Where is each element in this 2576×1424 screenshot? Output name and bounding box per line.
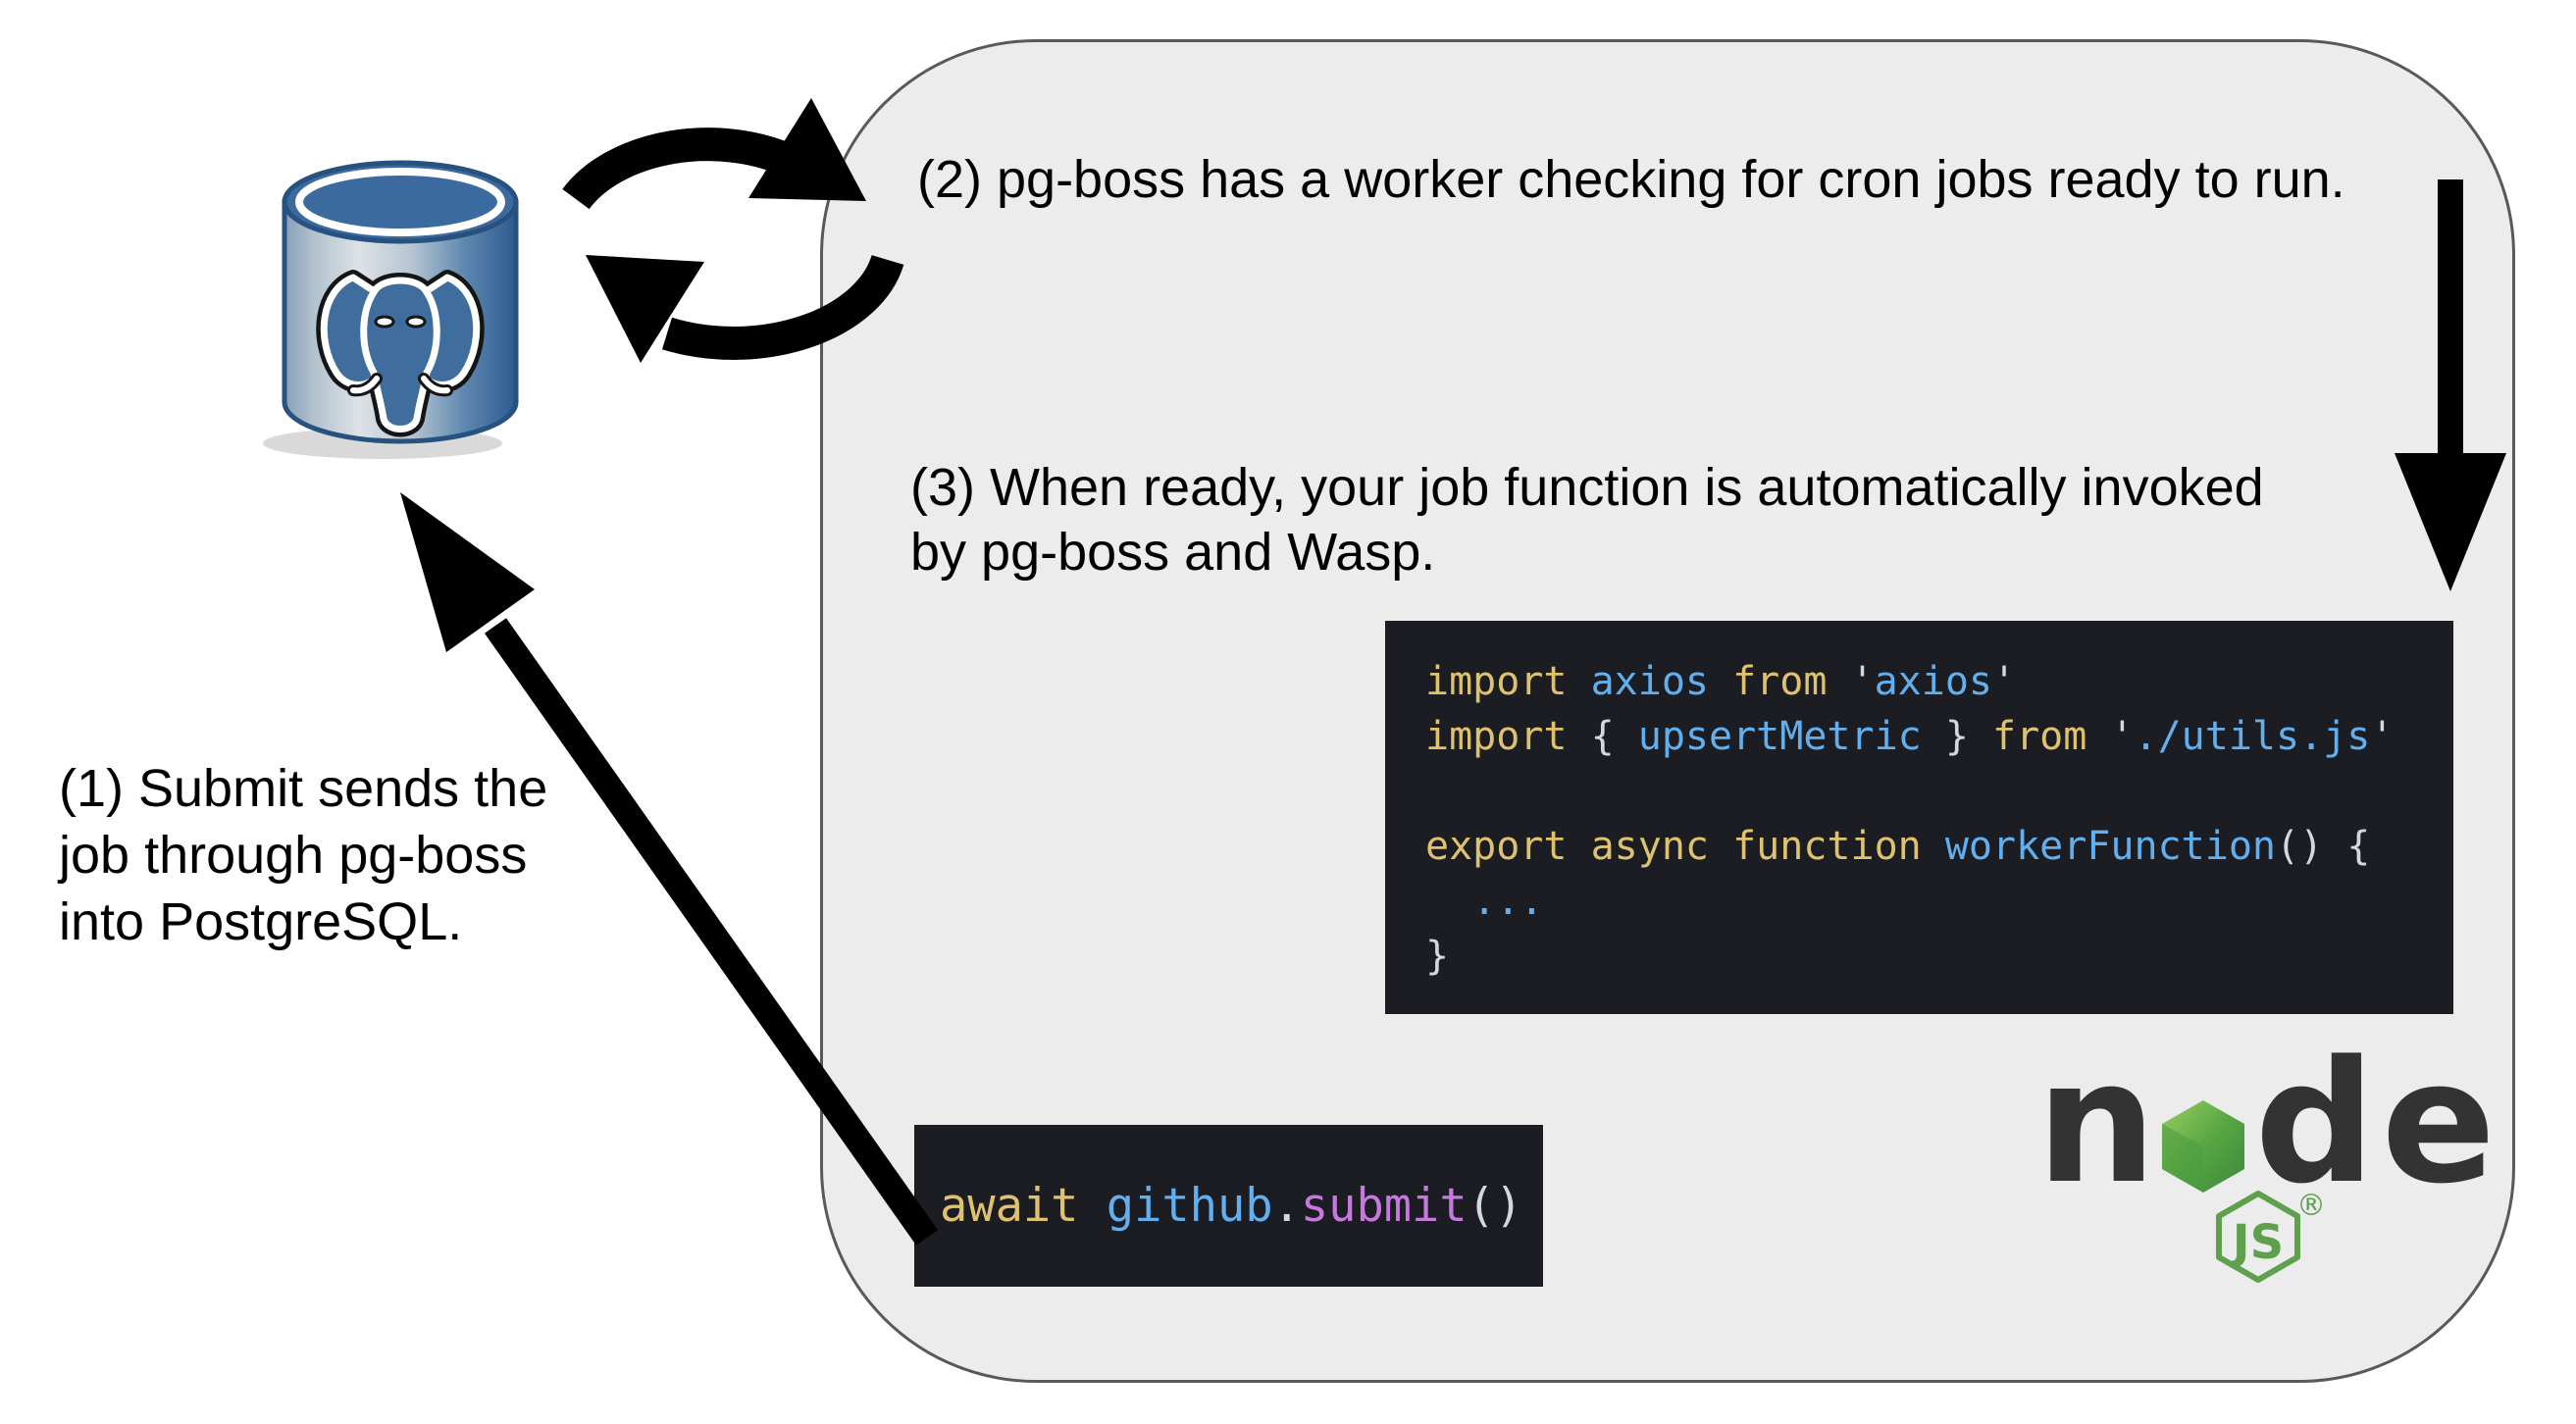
code-line: await github.submit() — [940, 1179, 1522, 1233]
code-token: workerFunction — [1944, 824, 2276, 869]
code-token: from — [1991, 714, 2111, 759]
code-token: from — [1732, 659, 1851, 704]
step1-caption: (1) Submit sends the job through pg-boss… — [59, 755, 547, 955]
code-token: import — [1425, 714, 1591, 759]
elephant-tusks — [347, 373, 453, 397]
code-line — [1425, 764, 2453, 819]
nodejs-logo: n d e JS ® — [2036, 1036, 2496, 1288]
code-token: () { — [2275, 824, 2371, 869]
nodejs-letter-n: n — [2035, 1024, 2156, 1221]
nodejs-letter-e: e — [2381, 1024, 2496, 1221]
code-line: ... — [1425, 874, 2453, 929]
registered-trademark-symbol: ® — [2296, 1189, 2326, 1223]
code-line: export async function workerFunction() { — [1425, 819, 2453, 874]
shadow — [263, 428, 502, 459]
code-token: async — [1590, 824, 1733, 869]
code-token: ' — [2110, 714, 2135, 759]
code-token: export — [1425, 824, 1591, 869]
code-token: github — [1106, 1179, 1273, 1233]
code-line: } — [1425, 929, 2453, 984]
code-token: axios — [1874, 659, 1993, 704]
step3-line: (3) When ready, your job function is aut… — [910, 458, 2264, 517]
code-token: submit — [1300, 1179, 1468, 1233]
code-token: . — [1272, 1179, 1301, 1233]
code-token: ./utils.js — [2134, 714, 2371, 759]
code-line: import { upsertMetric } from './utils.js… — [1425, 709, 2453, 764]
code-token: } — [1921, 714, 1992, 759]
nodejs-wordmark: n d e — [2035, 1024, 2496, 1221]
js-hexagon-outline-icon — [2216, 1191, 2300, 1283]
code-token — [1425, 879, 1472, 924]
nodejs-js-badge: JS ® — [2216, 1189, 2326, 1288]
step3-caption: (3) When ready, your job function is aut… — [910, 455, 2264, 585]
code-token: function — [1732, 824, 1945, 869]
step1-line: (1) Submit sends the — [59, 759, 548, 818]
code-token: axios — [1590, 659, 1733, 704]
nodejs-hexagon-icon — [2162, 1100, 2245, 1193]
code-token: import — [1425, 659, 1591, 704]
step3-line: by pg-boss and Wasp. — [910, 523, 1436, 582]
code-token: { — [1590, 714, 1638, 759]
nodejs-letter-d: d — [2254, 1024, 2375, 1221]
code-token: } — [1425, 934, 1450, 979]
js-badge-label: JS — [2232, 1215, 2285, 1270]
code-token: () — [1467, 1179, 1523, 1233]
postgresql-database-icon — [263, 160, 519, 459]
elephant-eyes — [374, 315, 427, 329]
code-token: ' — [1992, 659, 2017, 704]
code-token: ' — [2370, 714, 2395, 759]
step2-caption: (2) pg-boss has a worker checking for cr… — [917, 147, 2345, 212]
step1-line: job through pg-boss — [59, 826, 528, 885]
step2-line: (2) pg-boss has a worker checking for cr… — [917, 150, 2345, 209]
submit-call-code-block: await github.submit() — [914, 1125, 1543, 1287]
step1-line: into PostgreSQL. — [59, 892, 463, 951]
code-token: ... — [1472, 879, 1544, 924]
code-token: await — [940, 1179, 1107, 1233]
code-token: ' — [1850, 659, 1875, 704]
code-token: upsertMetric — [1637, 714, 1922, 759]
worker-function-code-block: import axios from 'axios'import { upsert… — [1385, 621, 2453, 1014]
code-line: import axios from 'axios' — [1425, 654, 2453, 709]
